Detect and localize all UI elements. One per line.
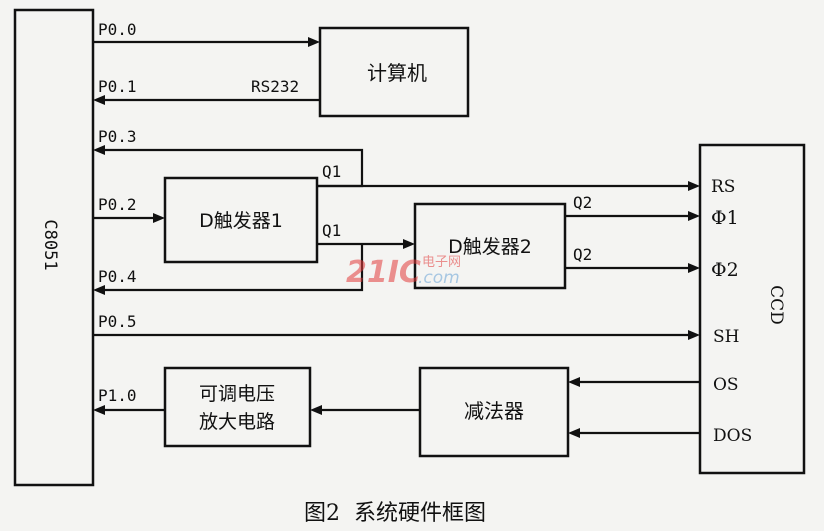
dff1-block: D触发器1 [163, 176, 319, 264]
computer-block: 计算机 [318, 26, 470, 118]
q2-top-label: Q2 [573, 193, 592, 212]
ccd-pin-sh: SH [713, 327, 739, 347]
wire-p00: P0.0 [93, 20, 320, 47]
wire-p04: P0.4 [93, 244, 364, 295]
watermark-com: .com [418, 268, 460, 288]
ccd-pin-os: OS [713, 375, 739, 395]
watermark-logo: 21IC 电子网 .com [346, 255, 461, 290]
wire-p10: P1.0 [93, 386, 165, 415]
rs232-label: RS232 [251, 77, 299, 96]
ccd-pin-phi2: Φ2 [711, 259, 739, 281]
port-p05-label: P0.5 [98, 312, 137, 331]
ccd-block: RS Φ1 Φ2 SH OS DOS CCD [698, 143, 806, 475]
c8051-label: C8051 [40, 219, 60, 270]
ccd-name-label: CCD [766, 285, 786, 325]
wire-os [568, 377, 700, 387]
dff2-label: D触发器2 [448, 236, 532, 258]
dff1-label: D触发器1 [199, 210, 283, 232]
ccd-label: RS [711, 177, 735, 197]
watermark-number: 21IC [346, 255, 421, 290]
computer-label: 计算机 [367, 61, 427, 85]
wire-p01: P0.1 RS232 [93, 77, 320, 105]
dff2-block: D触发器2 [413, 202, 567, 290]
wire-p05: P0.5 [93, 312, 700, 340]
wire-dos [568, 428, 700, 438]
port-p02-label: P0.2 [98, 195, 137, 214]
amplifier-label-line2: 放大电路 [199, 411, 275, 433]
ccd-pin-dos: DOS [713, 426, 752, 446]
wire-sub-to-amp [310, 405, 420, 415]
amplifier-block: 可调电压 放大电路 [163, 366, 312, 448]
wire-p02: P0.2 [93, 195, 165, 223]
wire-q2-to-phi1: Q2 [565, 193, 700, 221]
wire-q1-to-rs: Q1 [317, 162, 700, 191]
wire-q2-to-phi2: Q2 [565, 245, 700, 273]
port-p00-label: P0.0 [98, 20, 137, 39]
port-p04-label: P0.4 [98, 267, 137, 286]
figure-caption: 图2 系统硬件框图 [304, 501, 486, 526]
wire-q1-to-dff2: Q1 [317, 221, 415, 249]
q1-top-label: Q1 [322, 162, 341, 181]
amplifier-label-line1: 可调电压 [199, 383, 275, 405]
watermark-cn: 电子网 [422, 255, 461, 270]
q1-bottom-label: Q1 [322, 221, 341, 240]
subtractor-label: 减法器 [464, 399, 524, 423]
subtractor-block: 减法器 [418, 366, 570, 458]
port-p03-label: P0.3 [98, 127, 137, 146]
port-p10-label: P1.0 [98, 386, 137, 405]
c8051-block: C8051 [13, 8, 95, 487]
ccd-pin-phi1: Φ1 [711, 207, 739, 229]
q2-bottom-label: Q2 [573, 245, 592, 264]
port-p01-label: P0.1 [98, 77, 137, 96]
